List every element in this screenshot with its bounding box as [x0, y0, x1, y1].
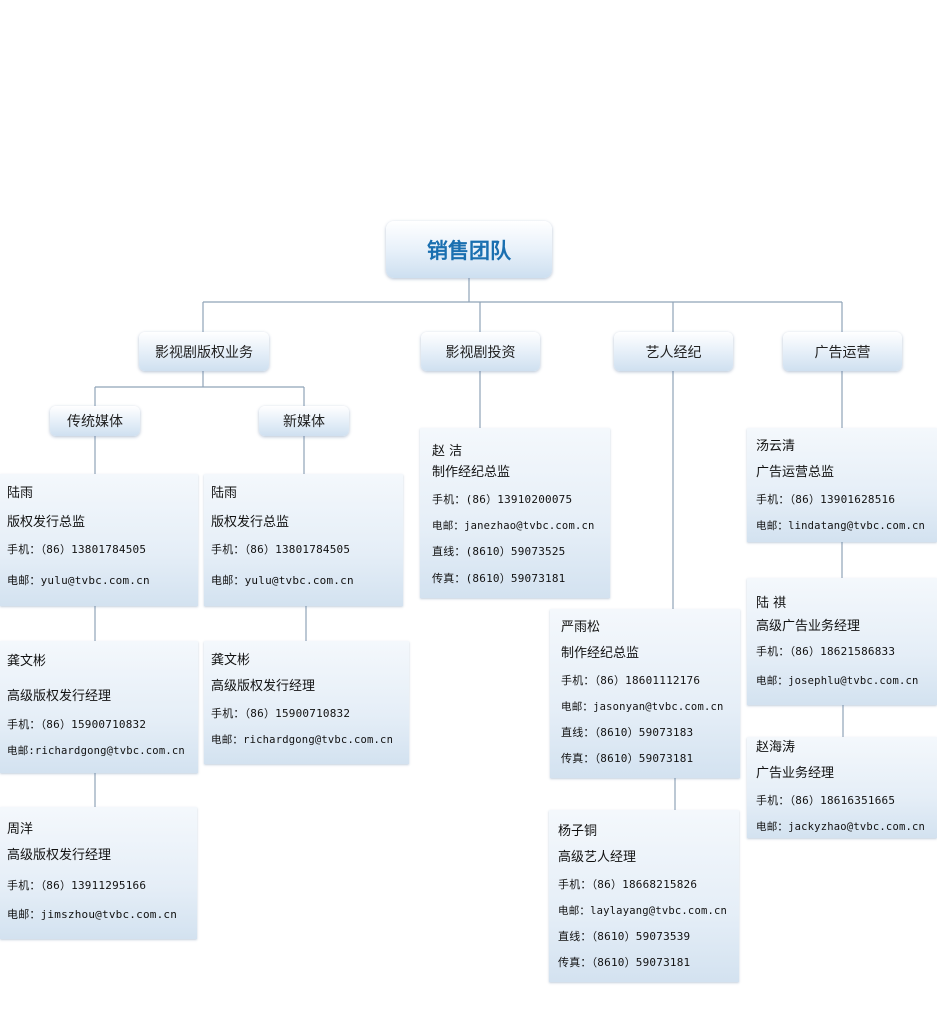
person-title: 制作经纪总监: [561, 646, 640, 661]
person-card-artist-1: 严雨松 制作经纪总监 手机：（86）18601112176 电邮：jasonya…: [550, 609, 740, 778]
person-name: 赵 洁: [432, 444, 463, 459]
person-card-ads-1: 汤云清 广告运营总监 手机：（86）13901628516 电邮：lindata…: [747, 428, 937, 542]
person-name: 严雨松: [561, 620, 601, 635]
dept-label: 艺人经纪: [645, 344, 702, 361]
person-card-artist-2: 杨子铜 高级艺人经理 手机：（86）18668215826 电邮：laylaya…: [549, 810, 739, 982]
person-mobile: 手机：（86）15900710832: [7, 718, 147, 731]
person-fax: 传真：（8610）59073181: [558, 956, 691, 969]
dept-film-invest: 影视剧投资: [421, 332, 540, 371]
person-mobile: 手机：（86）18616351665: [756, 794, 896, 807]
person-direct-line: 直线：（8610）59073539: [558, 930, 691, 943]
person-title: 广告业务经理: [756, 766, 835, 781]
person-card-ads-3: 赵海涛 广告业务经理 手机：（86）18616351665 电邮：jackyzh…: [747, 737, 937, 838]
dept-label: 广告运营: [814, 344, 871, 361]
person-name: 陆 祺: [756, 596, 787, 611]
root-node: 销售团队: [386, 221, 552, 278]
person-card-traditional-3: 周洋 高级版权发行经理 手机：（86）13911295166 电邮：jimszh…: [0, 807, 197, 939]
person-card-traditional-2: 龚文彬 高级版权发行经理 手机：（86）15900710832 电邮:richa…: [0, 641, 198, 773]
person-title: 高级版权发行经理: [7, 848, 112, 863]
person-mobile: 手机：（86）18621586833: [756, 645, 896, 658]
dept-label: 影视剧投资: [445, 344, 516, 361]
person-title: 高级艺人经理: [558, 850, 637, 865]
subdept-new-media: 新媒体: [259, 406, 349, 436]
person-mobile: 手机：(86）13910200075: [432, 493, 573, 506]
person-name: 龚文彬: [211, 653, 251, 668]
person-mobile: 手机：（86）13801784505: [7, 543, 147, 556]
person-email: 电邮：yulu@tvbc.com.cn: [7, 574, 150, 587]
person-direct-line: 直线：(8610）59073525: [432, 545, 566, 558]
person-card-new-media-1: 陆雨 版权发行总监 手机：（86）13801784505 电邮：yulu@tvb…: [204, 474, 403, 606]
dept-artist: 艺人经纪: [614, 332, 733, 371]
person-email: 电邮：yulu@tvbc.com.cn: [211, 574, 354, 587]
person-name: 赵海涛: [756, 740, 796, 755]
person-title: 版权发行总监: [211, 515, 290, 530]
subdept-label: 传统媒体: [67, 414, 123, 430]
person-name: 陆雨: [7, 486, 34, 501]
person-title: 高级版权发行经理: [211, 679, 316, 694]
person-card-invest-1: 赵 洁 制作经纪总监 手机：(86）13910200075 电邮：janezha…: [420, 428, 610, 598]
person-title: 高级版权发行经理: [7, 689, 112, 704]
person-name: 周洋: [7, 822, 34, 837]
person-email: 电邮：richardgong@tvbc.com.cn: [211, 734, 394, 746]
person-email: 电邮：lindatang@tvbc.com.cn: [756, 520, 926, 532]
person-name: 杨子铜: [558, 824, 598, 839]
person-direct-line: 直线：（8610）59073183: [561, 726, 694, 739]
person-name: 汤云清: [756, 439, 796, 454]
person-mobile: 手机：（86）15900710832: [211, 707, 351, 720]
person-title: 版权发行总监: [7, 515, 86, 530]
person-email: 电邮:richardgong@tvbc.com.cn: [7, 745, 185, 757]
person-email: 电邮：josephlu@tvbc.com.cn: [756, 675, 919, 687]
person-mobile: 手机：（86）13911295166: [7, 879, 147, 892]
person-mobile: 手机：（86）18668215826: [558, 878, 698, 891]
person-card-traditional-1: 陆雨 版权发行总监 手机：（86）13801784505 电邮：yulu@tvb…: [0, 474, 198, 606]
person-email: 电邮：laylayang@tvbc.com.cn: [558, 905, 728, 917]
person-email: 电邮：janezhao@tvbc.com.cn: [432, 520, 595, 532]
person-mobile: 手机：（86）13801784505: [211, 543, 351, 556]
dept-film-rights: 影视剧版权业务: [139, 332, 269, 371]
person-mobile: 手机：（86）13901628516: [756, 493, 896, 506]
subdept-traditional: 传统媒体: [50, 406, 140, 436]
person-title: 高级广告业务经理: [756, 619, 861, 634]
root-label: 销售团队: [427, 238, 511, 263]
person-card-new-media-2: 龚文彬 高级版权发行经理 手机：（86）15900710832 电邮：richa…: [204, 641, 409, 764]
person-email: 电邮：jasonyan@tvbc.com.cn: [561, 701, 724, 713]
person-name: 陆雨: [211, 486, 238, 501]
person-mobile: 手机：（86）18601112176: [561, 674, 701, 687]
dept-ads: 广告运营: [783, 332, 902, 371]
person-name: 龚文彬: [7, 654, 47, 669]
person-email: 电邮：jimszhou@tvbc.com.cn: [7, 908, 178, 921]
person-fax: 传真：（8610）59073181: [561, 752, 694, 765]
dept-label: 影视剧版权业务: [155, 344, 253, 361]
subdept-label: 新媒体: [283, 414, 325, 430]
person-card-ads-2: 陆 祺 高级广告业务经理 手机：（86）18621586833 电邮：josep…: [747, 578, 937, 705]
person-title: 广告运营总监: [756, 465, 835, 480]
person-email: 电邮：jackyzhao@tvbc.com.cn: [756, 821, 926, 833]
person-title: 制作经纪总监: [432, 465, 511, 480]
person-fax: 传真：(8610）59073181: [432, 572, 566, 585]
